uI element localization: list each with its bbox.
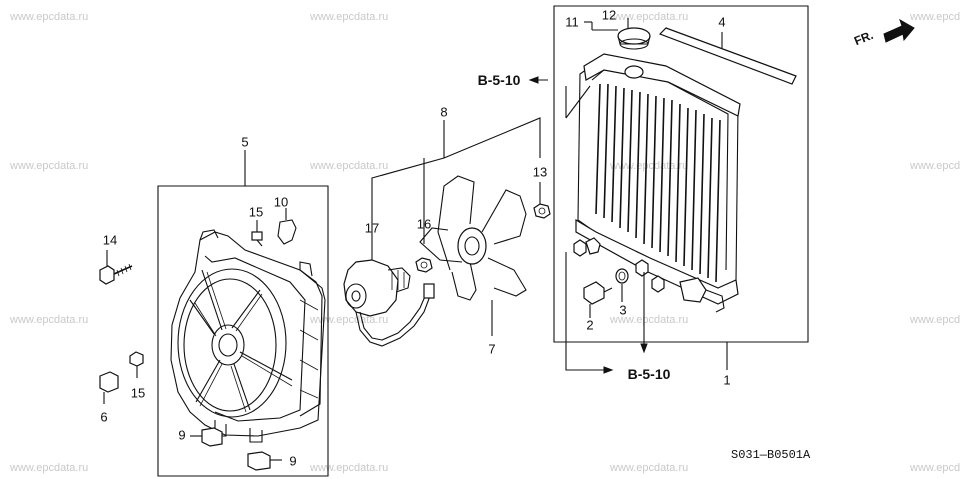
- callout-2: 2: [586, 317, 594, 333]
- callout-6: 6: [100, 409, 108, 425]
- callout-17: 17: [364, 220, 380, 236]
- o-ring-part-3: [615, 268, 629, 302]
- watermark: www.epcdata.ru: [610, 314, 689, 326]
- callout-12: 12: [601, 7, 617, 23]
- fan-shroud: [170, 229, 326, 443]
- callout-14: 14: [102, 232, 118, 248]
- rubber-part-9-b: [247, 451, 282, 471]
- bolt-part-15-upper: [251, 220, 263, 247]
- watermark: www.epcdata.ru: [910, 11, 960, 23]
- radiator-group-box: [553, 5, 809, 370]
- watermark: www.epcdata.ru: [10, 11, 89, 23]
- callout-13: 13: [532, 164, 548, 180]
- clip-part-10: [277, 208, 297, 245]
- callout-15a: 15: [248, 204, 264, 220]
- callout-8: 8: [440, 104, 448, 120]
- bolt-part-14: [99, 250, 133, 285]
- callout-5: 5: [241, 134, 249, 150]
- radiator-cap-part-12: [617, 18, 651, 50]
- rubber-part-9-a: [190, 427, 223, 447]
- radiator-core: [575, 53, 741, 313]
- callout-11: 11: [565, 14, 579, 30]
- watermark: www.epcdata.ru: [10, 314, 89, 326]
- clip-part-6: [99, 371, 119, 404]
- callout-10: 10: [273, 194, 289, 210]
- nut-part-16: [415, 257, 433, 273]
- diagram-code: S031—B0501A: [731, 448, 811, 462]
- shroud-group-box: [157, 150, 329, 477]
- watermark: www.epcdata.ru: [610, 462, 689, 474]
- callout-15b: 15: [130, 385, 146, 401]
- reference-label-top: B-5-10: [477, 72, 521, 88]
- drain-plug-part-2: [583, 281, 613, 318]
- nut-part-13: [533, 182, 551, 219]
- fan-group-bracket: [371, 117, 541, 262]
- seal-part-11: [584, 21, 618, 31]
- fan-blade-part-7: [419, 175, 527, 336]
- callout-7: 7: [488, 341, 496, 357]
- watermark: www.epcdata.ru: [610, 11, 689, 23]
- callout-3: 3: [619, 302, 627, 318]
- watermark: www.epcdata.ru: [310, 11, 389, 23]
- watermark: www.epcdata.ru: [310, 160, 389, 172]
- reference-label-bottom: B-5-10: [627, 366, 671, 382]
- radiator-mount-bolts: [573, 237, 665, 293]
- front-direction-arrow: [883, 18, 915, 43]
- watermark: www.epcdata.ru: [910, 462, 960, 474]
- watermark: www.epcdata.ru: [310, 314, 389, 326]
- rubber-strip-part-4: [658, 27, 797, 85]
- watermark: www.epcdata.ru: [910, 314, 960, 326]
- bolt-part-15-lower: [129, 351, 144, 378]
- callout-4: 4: [718, 14, 726, 30]
- callout-9b: 9: [289, 453, 297, 469]
- callout-9a: 9: [178, 427, 186, 443]
- callout-1: 1: [723, 372, 731, 388]
- reference-leaders: [528, 76, 648, 374]
- fan-motor-part-17: [343, 259, 435, 347]
- watermark: www.epcdata.ru: [310, 462, 389, 474]
- watermark: www.epcdata.ru: [10, 462, 89, 474]
- callout-16: 16: [416, 216, 432, 232]
- watermark: www.epcdata.ru: [910, 160, 960, 172]
- watermark: www.epcdata.ru: [10, 160, 89, 172]
